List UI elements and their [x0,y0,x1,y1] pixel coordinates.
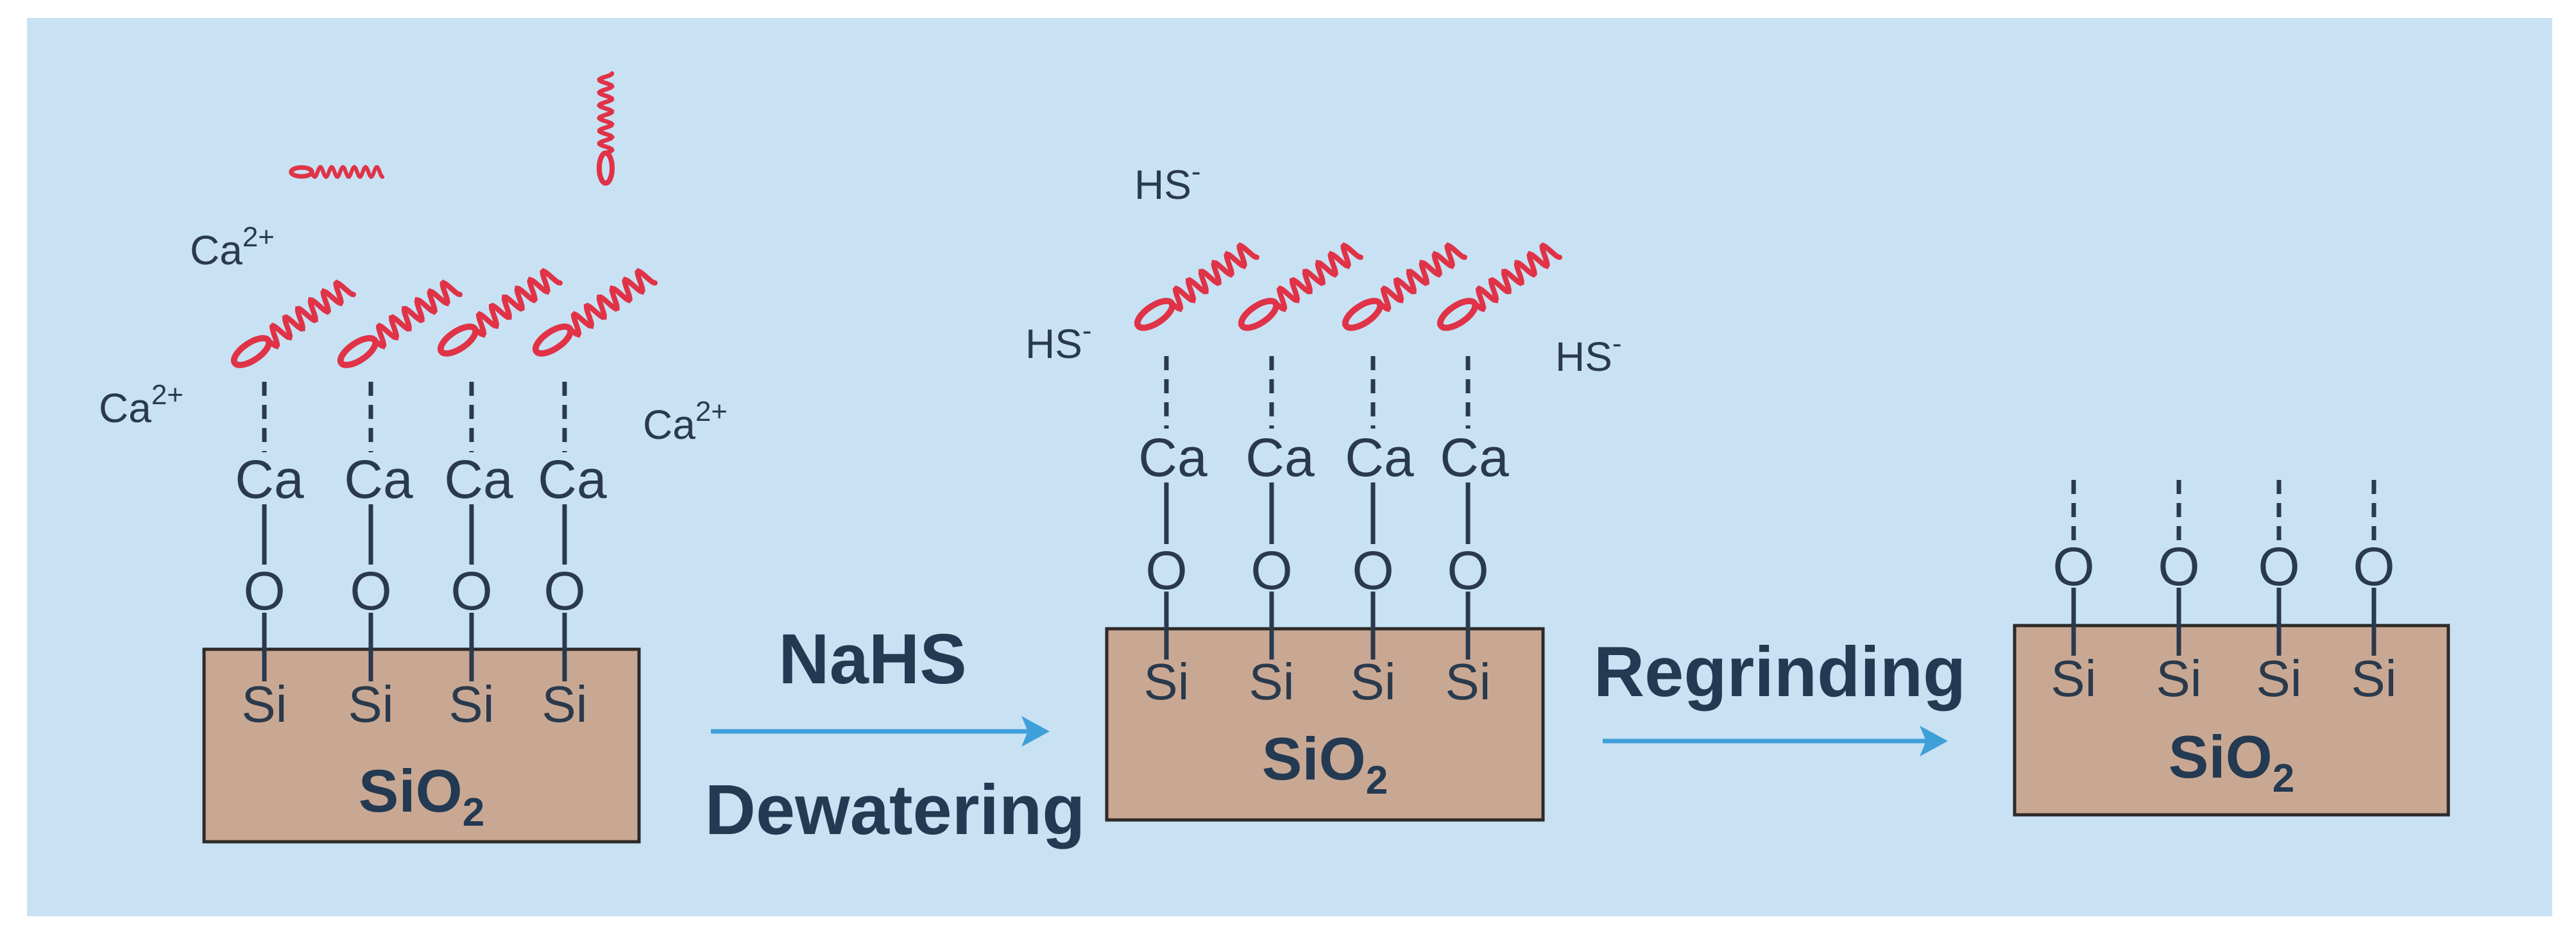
ion-label: Ca2+ [99,379,183,431]
panel-after-regrinding: SiO2 Si Si Si Si O O O O [2013,480,2450,817]
oxygen-atom-label: O [2158,536,2199,597]
silicon-atom-label: Si [348,676,393,733]
silicon-atom-label: Si [448,676,494,733]
oxygen-atom-label: O [350,561,391,621]
silicon-atom-label: Si [2256,650,2301,707]
collector-tail [1168,242,1259,312]
panel-after-nahs: SiO2 Si Si Si Si O O O O Ca Ca Ca Ca [1025,156,1622,822]
step-arrow-nahs: NaHS Dewatering [705,620,1086,849]
silicon-atom-label: Si [2156,650,2201,707]
collector-tail [310,164,385,180]
calcium-atom-label: Ca [1345,427,1414,488]
collector-molecule [230,279,356,368]
calcium-atom-label: Ca [1138,427,1207,488]
substrate-label: SiO2 [2169,723,2294,801]
collector-tail [567,268,658,338]
silicon-atom-label: Si [542,676,587,733]
silicon-atom-label: Si [1350,653,1395,710]
arrow-head [1920,726,1948,756]
panel-calcium-adsorbed: SiO2 Si Si Si Si O O O O Ca Ca Ca Ca [99,71,728,844]
collector-tail [596,71,615,155]
substrate-label: SiO2 [1262,725,1388,803]
calcium-atom-label: Ca [1440,427,1509,488]
oxygen-atom-label: O [450,561,492,621]
silicon-atom-label: Si [2351,650,2396,707]
oxygen-atom-label: O [2052,536,2094,597]
ion-label: HS- [1134,156,1201,208]
collector-molecule [532,268,658,357]
silicon-atom-label: Si [1445,653,1490,710]
step-arrow-regrinding: Regrinding [1594,633,1966,756]
collector-molecule [1342,242,1467,331]
collector-tail [472,268,563,338]
oxygen-atom-label: O [1447,540,1488,601]
oxygen-atom-label: O [1145,540,1187,601]
collector-tail [1272,242,1363,312]
collector-molecule [1437,242,1562,331]
step-label-dewatering: Dewatering [705,771,1086,849]
silicon-atom-label: Si [1143,653,1189,710]
collector-molecule [289,164,385,180]
substrate-label: SiO2 [359,757,484,835]
collector-molecule [596,71,615,186]
calcium-atom-label: Ca [444,449,513,509]
collector-chains [230,71,658,368]
collector-molecule [337,279,463,368]
oxygen-atom-label: O [243,561,285,621]
oxygen-atom-label: O [1250,540,1292,601]
ion-label: Ca2+ [190,221,275,273]
silicon-atom-label: Si [241,676,287,733]
calcium-atom-label: Ca [235,449,304,509]
substrate-slab [2013,624,2450,817]
collector-tail [371,279,463,350]
oxygen-atom-label: O [2258,536,2299,597]
arrow-head [1021,716,1050,747]
silicon-atom-label: Si [2051,650,2096,707]
collector-tail [265,279,356,350]
oxygen-atom-label: O [2353,536,2394,597]
ion-label: HS- [1025,315,1092,367]
ion-label: HS- [1555,328,1622,380]
step-label-nahs: NaHS [778,620,966,699]
collector-chains [1134,242,1562,331]
calcium-atom-label: Ca [538,449,607,509]
collector-molecule [437,268,563,357]
silicon-atom-label: Si [1249,653,1294,710]
collector-molecule [1238,242,1363,331]
calcium-atom-label: Ca [344,449,413,509]
collector-tail [1376,242,1467,312]
oxygen-atom-label: O [543,561,585,621]
step-label-regrinding: Regrinding [1594,633,1966,712]
calcium-atom-label: Ca [1245,427,1315,488]
substrate-slab [1105,627,1545,822]
collector-tail [1471,242,1562,312]
oxygen-atom-label: O [1352,540,1394,601]
collector-molecule [1134,242,1259,331]
ion-label: Ca2+ [643,396,728,448]
